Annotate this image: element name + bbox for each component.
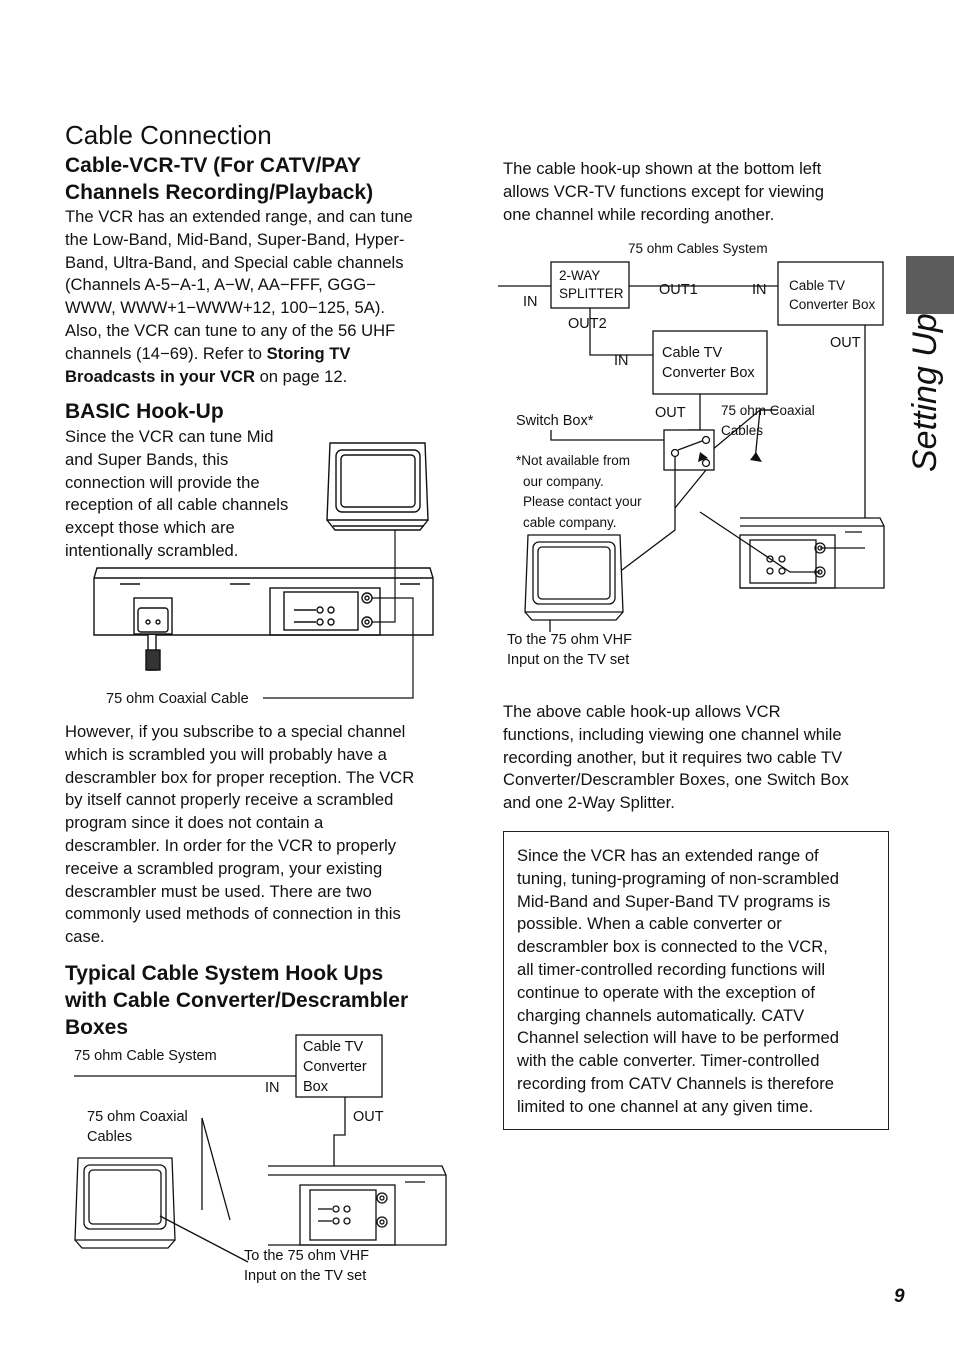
side-tab-label: Setting Up	[906, 313, 944, 472]
page-number: 9	[894, 1286, 905, 1307]
typical-hookups-title: Typical Cable System Hook Ups with Cable…	[65, 962, 409, 1039]
side-tab	[906, 256, 954, 314]
d3-out1: OUT1	[659, 282, 698, 298]
basic-hookup-title: BASIC Hook-Up	[65, 400, 224, 423]
d3-splitter-box: 2-WAY SPLITTER	[559, 268, 624, 301]
d2-out-label: OUT	[353, 1109, 384, 1125]
d3-in-main: IN	[523, 294, 538, 310]
d3-availability-note: *Not available from our company. Please …	[516, 453, 642, 530]
basic-coax-label: 75 ohm Coaxial Cable	[106, 691, 249, 707]
section-title: Cable Connection	[65, 120, 272, 150]
d3-in-right: IN	[752, 282, 767, 298]
right-above-paragraph: The above cable hook-up allows VCR funct…	[503, 702, 849, 813]
d3-switch-box-label: Switch Box*	[516, 413, 594, 429]
however-paragraph: However, if you subscribe to a special c…	[65, 722, 415, 947]
right-top-paragraph: The cable hook-up shown at the bottom le…	[503, 159, 824, 224]
d3-out-switch: OUT	[655, 405, 686, 421]
d3-out-right: OUT	[830, 335, 861, 351]
d2-coax-label: 75 ohm Coaxial Cables	[87, 1109, 188, 1145]
d3-tv-input-label: To the 75 ohm VHF Input on the TV set	[507, 632, 632, 668]
extended-range-note-box: Since the VCR has an extended range of t…	[503, 831, 889, 1130]
subsection-title-cable-vcr-tv: Cable-VCR-TV (For CATV/PAY Channels Reco…	[65, 154, 374, 204]
d3-converter-mid: Cable TV Converter Box	[662, 345, 755, 381]
d3-out2: OUT2	[568, 316, 607, 332]
d3-system-label: 75 ohm Cables System	[628, 241, 768, 256]
d2-system-label: 75 ohm Cable System	[74, 1048, 217, 1064]
d2-in-label: IN	[265, 1080, 280, 1096]
tv-illustration	[326, 442, 429, 531]
d3-coax-label: 75 ohm Coaxial Cables	[721, 403, 815, 438]
vcr-illustration	[93, 567, 434, 636]
d2-converter-box: Cable TV Converter Box	[303, 1039, 367, 1095]
intro-paragraph: The VCR has an extended range, and can t…	[65, 207, 413, 386]
d3-converter-right: Cable TV Converter Box	[789, 278, 876, 312]
basic-hookup-text: Since the VCR can tune Mid and Super Ban…	[65, 427, 289, 560]
d2-tv-input-label: To the 75 ohm VHF Input on the TV set	[244, 1248, 369, 1284]
d3-in-mid: IN	[614, 353, 629, 369]
